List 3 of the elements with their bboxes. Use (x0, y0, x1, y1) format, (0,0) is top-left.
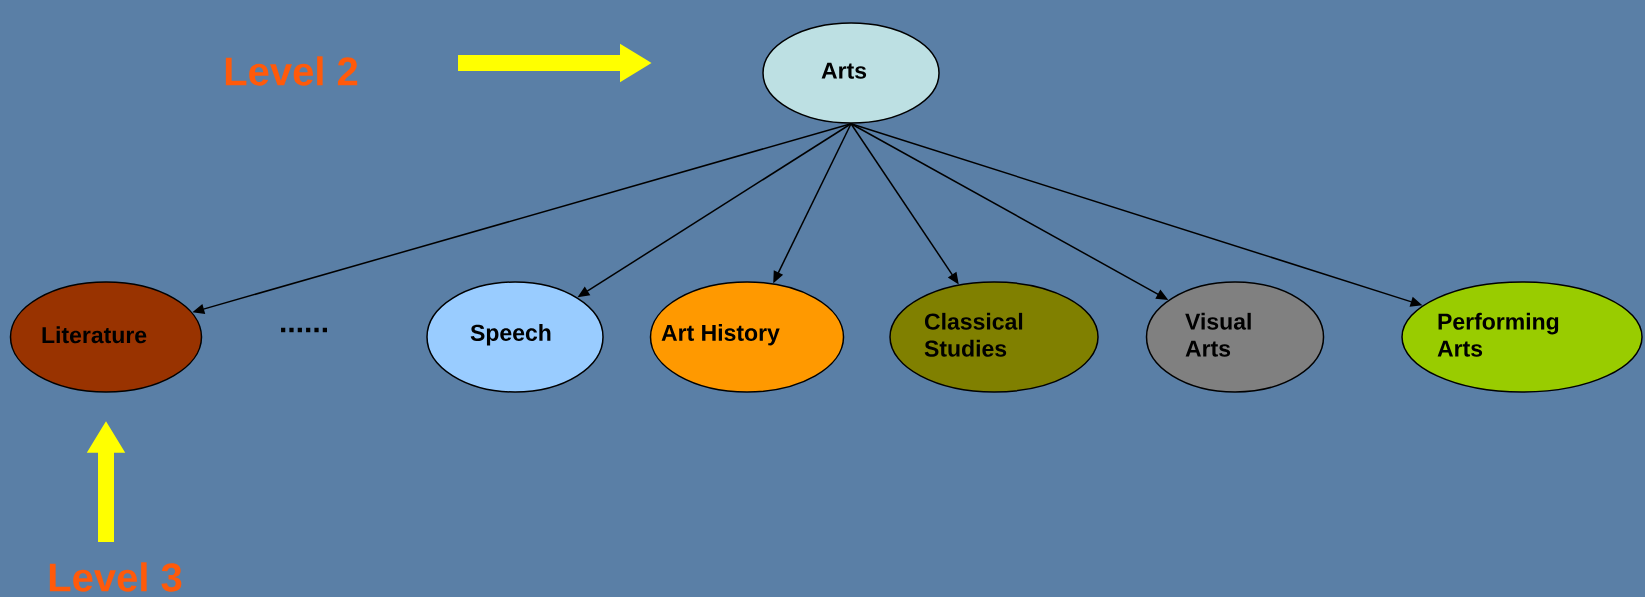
level-label: Level 3 (49, 562, 182, 592)
ellipsis: ...... (281, 327, 327, 333)
level-label: Level 2 (225, 56, 358, 86)
